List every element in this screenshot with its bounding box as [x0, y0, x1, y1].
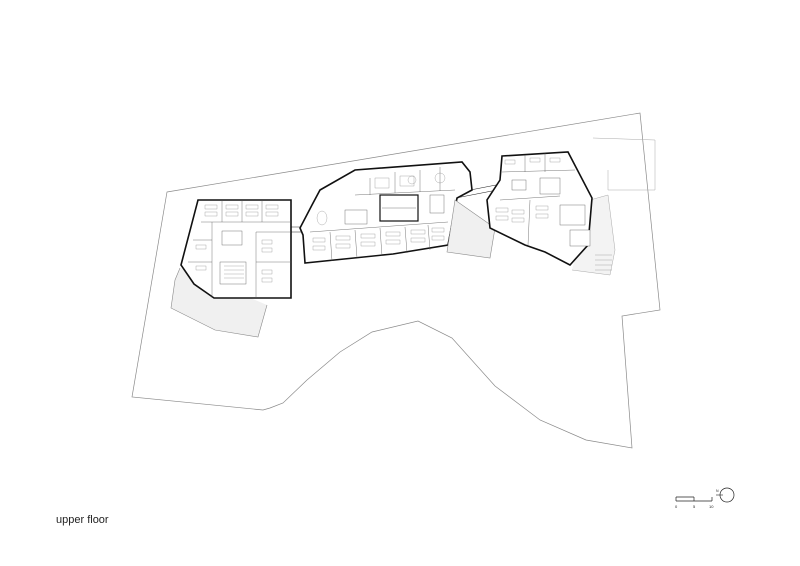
site-boundary	[131, 112, 661, 449]
scale-tick-0: 0	[675, 504, 678, 509]
central-wing	[299, 161, 496, 264]
north-label: N	[716, 489, 719, 493]
east-wing	[486, 137, 656, 276]
drawing-caption: upper floor	[56, 514, 109, 526]
scale-tick-5: 5	[693, 504, 696, 509]
scale-tick-10: 10	[709, 504, 714, 509]
scale-bar-icon	[675, 496, 713, 502]
north-arrow-icon	[716, 487, 735, 503]
west-wing	[170, 199, 292, 338]
